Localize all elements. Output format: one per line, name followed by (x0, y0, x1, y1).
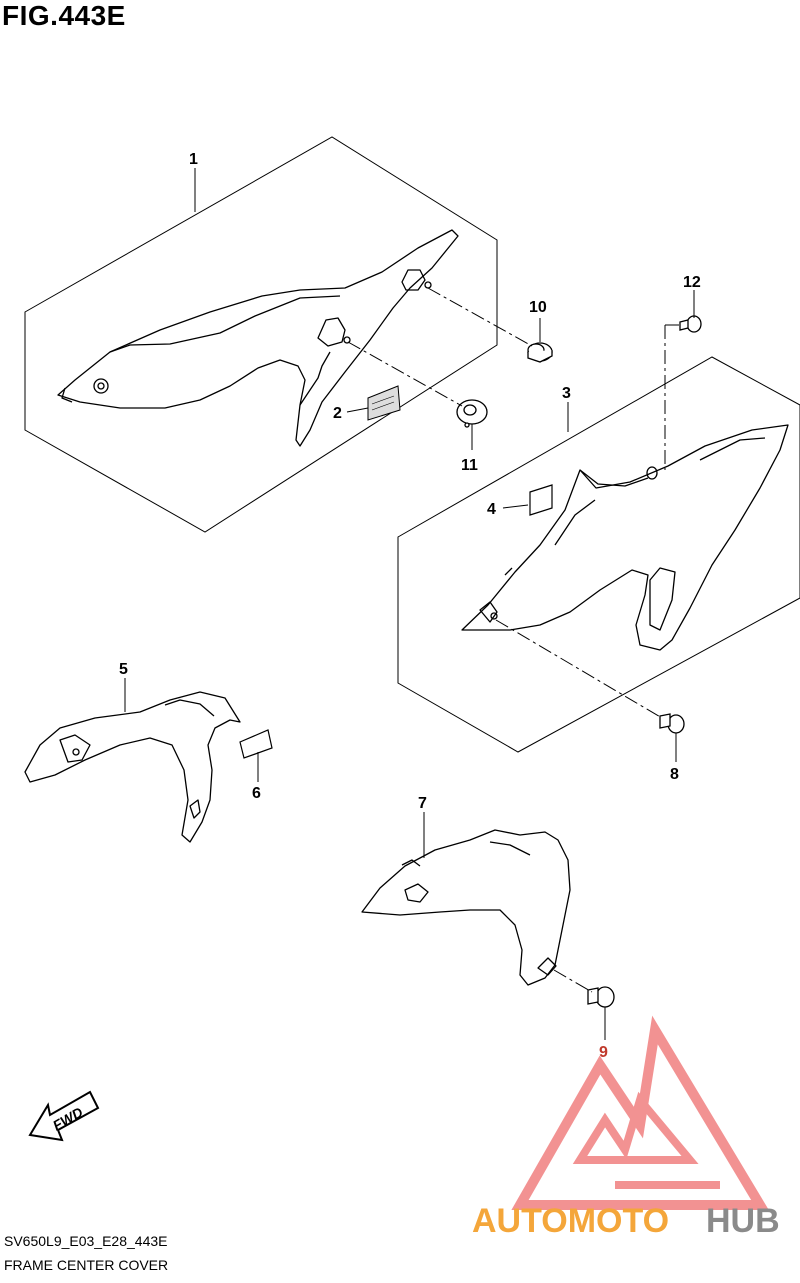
figure-code: SV650L9_E03_E28_443E (4, 1233, 168, 1249)
leader-lines (124, 168, 695, 1040)
part-number: 10 (529, 299, 547, 316)
label-part-4 (529, 484, 553, 516)
part-number: 3 (562, 385, 571, 402)
part-number: 8 (670, 766, 679, 783)
part-number: 2 (333, 405, 342, 422)
watermark-wordmark: AUTOMOTO HUB (472, 1202, 780, 1240)
watermark-text-b: HUB (706, 1202, 780, 1240)
figure-name: FRAME CENTER COVER (4, 1257, 169, 1273)
pad-part-6 (239, 729, 273, 759)
group-box-part-3 (397, 356, 800, 753)
center-lines (347, 287, 682, 993)
screw-part-12 (679, 315, 702, 333)
damper-part-11 (456, 399, 488, 428)
fwd-arrow-icon: FWD (28, 1090, 100, 1142)
frame-cover-left (57, 229, 459, 447)
frame-cover-right (461, 424, 789, 651)
part-number: 12 (683, 274, 701, 291)
part-number-highlighted: 9 (599, 1044, 608, 1061)
part-number: 6 (252, 785, 261, 802)
part-number: 5 (119, 661, 128, 678)
grommet-part-10 (527, 342, 553, 363)
part-number: 1 (189, 151, 198, 168)
part-number: 4 (487, 501, 496, 518)
lower-cover-part-7 (361, 829, 571, 986)
part-number: 7 (418, 795, 427, 812)
bolt-part-8 (659, 713, 685, 734)
figure-title: FIG.443E (2, 0, 126, 31)
watermark-logo (511, 1015, 769, 1210)
part-number: 11 (461, 457, 478, 474)
label-part-2 (367, 385, 401, 421)
bolt-part-9 (587, 986, 615, 1008)
inner-cover-part-5 (24, 691, 241, 843)
watermark-text-a: AUTOMOTO (472, 1202, 669, 1240)
group-box-part-1 (24, 136, 498, 533)
